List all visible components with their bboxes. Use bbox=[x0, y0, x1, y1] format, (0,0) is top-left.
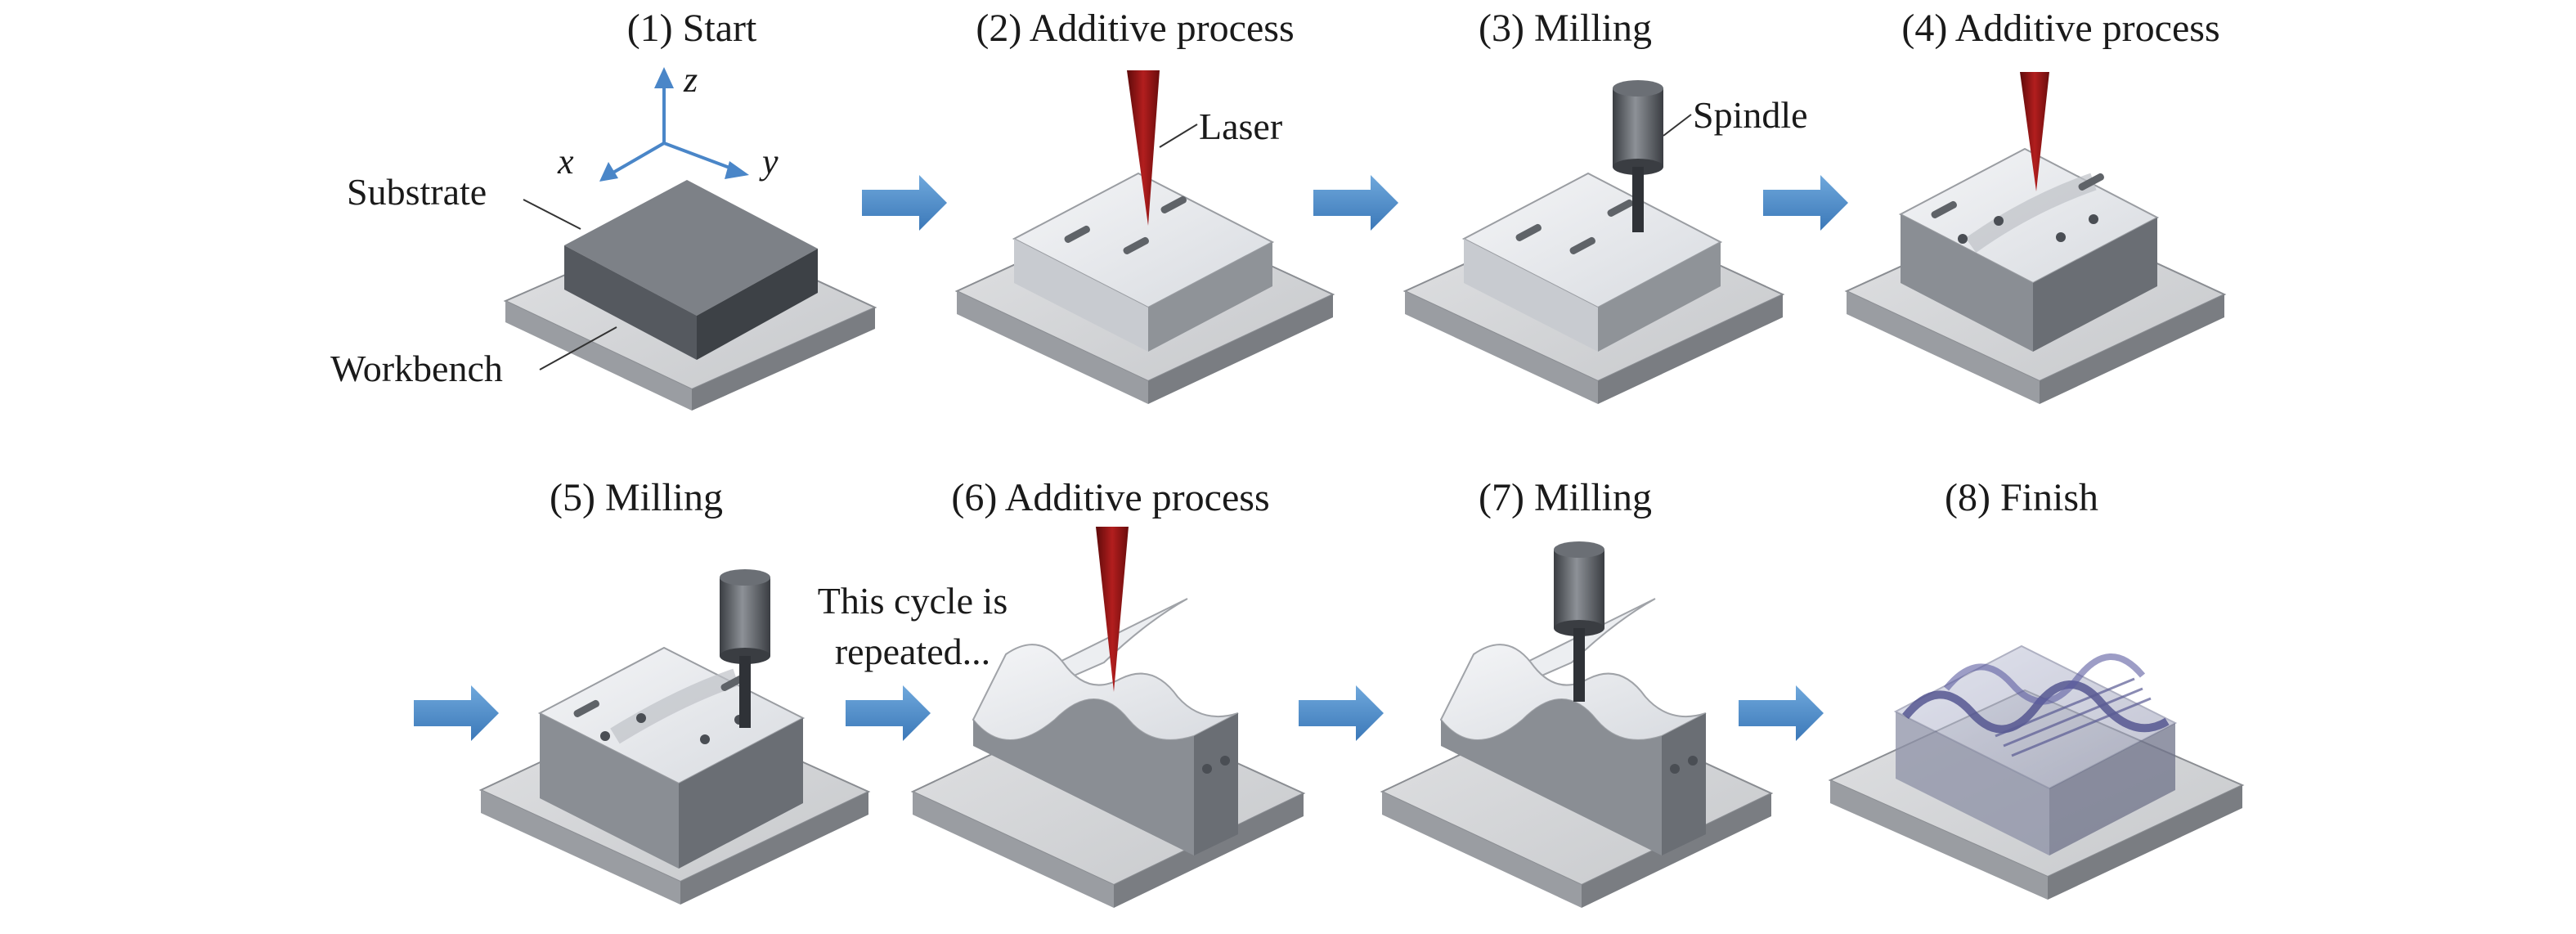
z-axis-label: z bbox=[683, 60, 698, 100]
flow-arrow-5-icon bbox=[846, 685, 931, 741]
step-2-additive-process: (2) Additive process Laser bbox=[954, 7, 1335, 404]
spindle-label: Spindle bbox=[1693, 94, 1808, 136]
step-7-milling: (7) Milling bbox=[1380, 476, 1774, 908]
spindle-leader bbox=[1663, 114, 1692, 137]
laser-nozzle-icon bbox=[1127, 70, 1160, 226]
step-3-title: (3) Milling bbox=[1479, 7, 1652, 50]
step-6-title: (6) Additive process bbox=[951, 476, 1269, 519]
laser-leader bbox=[1159, 123, 1198, 148]
step-1-title: (1) Start bbox=[627, 7, 757, 50]
y-axis-arrow-icon bbox=[725, 161, 749, 179]
flow-arrow-2-icon bbox=[1313, 175, 1398, 231]
flow-arrow-1-icon bbox=[862, 175, 947, 231]
step-1-start: (1) Start z x y Substrate Workbench bbox=[330, 7, 877, 411]
substrate-leader bbox=[523, 199, 581, 230]
step-3-milling: (3) Milling Spindle bbox=[1402, 7, 1808, 404]
step-4-additive-process: (4) Additive process bbox=[1844, 7, 2227, 404]
laser-nozzle-icon bbox=[1096, 527, 1129, 692]
xyz-axes: z x y bbox=[557, 60, 779, 182]
flow-arrow-4-icon bbox=[414, 685, 499, 741]
spindle-icon bbox=[720, 569, 770, 728]
laser-label: Laser bbox=[1199, 106, 1282, 147]
step-8-finish: (8) Finish bbox=[1828, 476, 2245, 900]
substrate-label: Substrate bbox=[347, 171, 487, 213]
x-axis-label: x bbox=[557, 141, 574, 182]
flow-arrow-7-icon bbox=[1739, 685, 1824, 741]
workbench-label: Workbench bbox=[330, 348, 503, 389]
step-8-title: (8) Finish bbox=[1945, 476, 2098, 519]
step-7-title: (7) Milling bbox=[1479, 476, 1652, 519]
cycle-note-line-2: repeated... bbox=[835, 631, 990, 672]
cycle-note-line-1: This cycle is bbox=[818, 580, 1008, 622]
z-axis-arrow-icon bbox=[654, 67, 674, 88]
flow-arrow-3-icon bbox=[1763, 175, 1848, 231]
step-4-title: (4) Additive process bbox=[1901, 7, 2219, 50]
laser-nozzle-icon bbox=[2020, 72, 2049, 191]
step-6-additive-process: (6) Additive process bbox=[910, 476, 1306, 908]
step-5-title: (5) Milling bbox=[550, 476, 723, 519]
flow-arrow-6-icon bbox=[1299, 685, 1384, 741]
step-2-title: (2) Additive process bbox=[976, 7, 1294, 50]
spindle-icon bbox=[1554, 541, 1604, 702]
y-axis-label: y bbox=[759, 141, 779, 182]
spindle-icon bbox=[1613, 80, 1663, 232]
step-5-milling: (5) Milling bbox=[478, 476, 871, 905]
workbench-leader bbox=[539, 326, 617, 370]
x-axis-arrow-icon bbox=[599, 162, 618, 182]
substrate-block bbox=[564, 180, 818, 360]
